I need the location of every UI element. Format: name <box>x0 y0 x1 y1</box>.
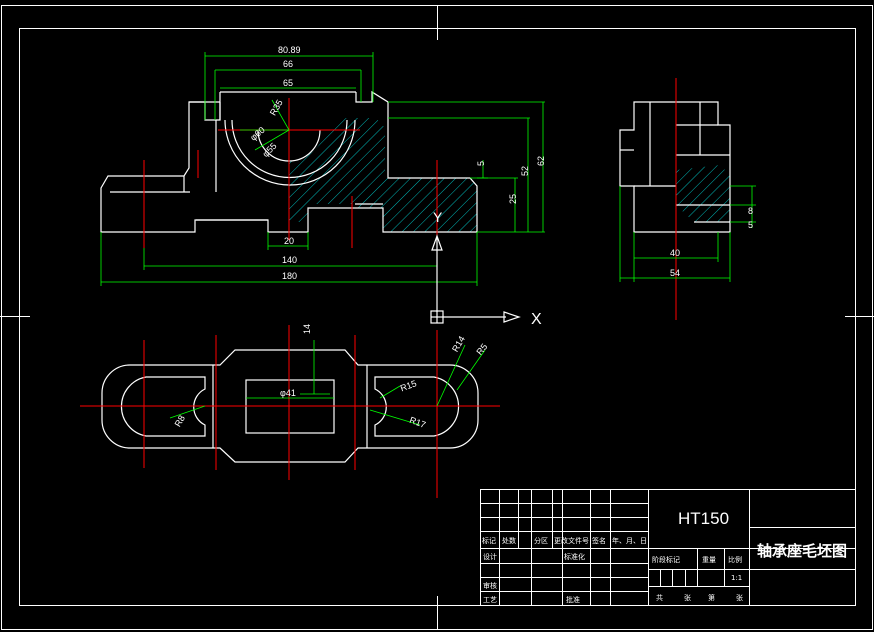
dim-20: 20 <box>284 236 294 246</box>
side-hatch <box>676 165 730 222</box>
side-dim-40: 40 <box>670 248 680 258</box>
front-outline-right <box>289 90 478 233</box>
dim-65: 65 <box>283 78 293 88</box>
weight-header: 重量 <box>702 556 716 564</box>
top-dim-r5: R5 <box>474 342 489 357</box>
dim-140: 140 <box>282 255 297 265</box>
stage-mark-header: 阶段标记 <box>652 555 680 564</box>
header-zone: 分区 <box>534 536 548 545</box>
top-dim-r17: R17 <box>408 415 427 430</box>
top-dim-r15: R15 <box>399 378 418 393</box>
scale-header: 比例 <box>728 555 742 564</box>
front-hatch-section <box>289 118 477 232</box>
ucs-icon <box>430 234 521 324</box>
header-change-doc: 更改文件号 <box>554 536 589 545</box>
title-block <box>480 489 856 606</box>
top-dim-phi41: φ41 <box>280 388 296 398</box>
side-view: 8 5 40 54 <box>619 78 756 320</box>
dim-r35: R35 <box>268 98 285 117</box>
row-process: 工艺 <box>483 596 497 604</box>
header-sign: 签名 <box>592 536 606 545</box>
ucs-x-label: X <box>531 311 542 328</box>
row-design: 设计 <box>483 552 497 561</box>
dim-phi60: φ60 <box>248 125 267 143</box>
sheet-number-2: 张 <box>736 593 743 602</box>
row-approve: 批准 <box>566 595 580 604</box>
dim-phi55: φ55 <box>260 141 278 159</box>
sheet-total-1: 共 <box>656 593 663 602</box>
sheet-total-2: 张 <box>684 593 691 602</box>
top-dim-r14: R14 <box>450 334 467 353</box>
dim-80-89: 80.89 <box>278 45 301 55</box>
material-label: HT150 <box>678 509 729 528</box>
top-dim-r8: R8 <box>173 413 187 428</box>
dim-52: 52 <box>520 166 530 176</box>
dim-25: 25 <box>508 194 518 204</box>
side-dim-54: 54 <box>670 268 680 278</box>
ucs-y-label: Y <box>433 209 443 225</box>
header-date: 年、月、日 <box>612 536 647 545</box>
front-view: 80.89 66 65 R35 φ60 φ55 5 52 62 25 20 14… <box>100 45 546 286</box>
drawing-title: 轴承座毛坯图 <box>757 542 847 560</box>
top-dim-14: 14 <box>302 324 312 334</box>
row-standard: 标准化 <box>564 552 585 561</box>
row-review: 审核 <box>483 581 497 590</box>
top-view: 14 φ41 R14 R5 R15 R17 R8 <box>80 324 500 498</box>
side-dim-5: 5 <box>748 220 753 230</box>
dim-5: 5 <box>476 161 486 166</box>
centering-marks <box>0 5 874 630</box>
dim-66: 66 <box>283 59 293 69</box>
side-dim-8: 8 <box>748 206 753 216</box>
dim-180: 180 <box>282 271 297 281</box>
dim-62: 62 <box>536 156 546 166</box>
sheet-number-1: 第 <box>708 593 715 602</box>
front-outline-left <box>100 101 289 233</box>
scale-value: 1:1 <box>731 574 742 582</box>
header-mark: 标记 <box>482 536 496 545</box>
header-count: 处数 <box>502 536 516 545</box>
